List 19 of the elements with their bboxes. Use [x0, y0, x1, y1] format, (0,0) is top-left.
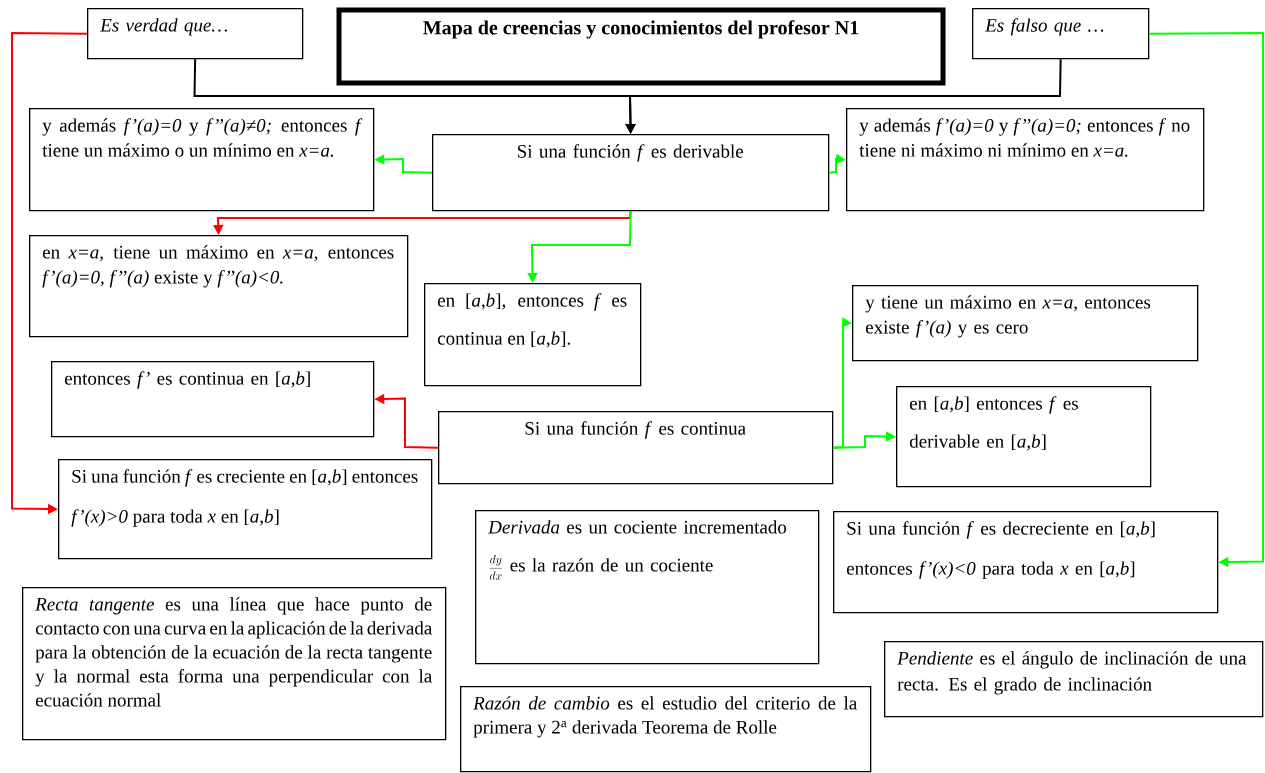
text-box: en [a,b], entonces f es continua en [a,b]. [424, 283, 642, 387]
arrow [1148, 32, 1264, 568]
text-box: Recta tangente es una línea que hace punto de contacto con una curva en la aplicación de la derivada para la obtención de la ecuación de la recta tangente y la normal esta forma una perpendicular con la ecuación normal [22, 587, 447, 741]
text-box: Si una función f es creciente en [a,b] entonces f’(x)>0 para toda x en [a,b] [58, 459, 433, 560]
text-box: Si una función f es derivable [432, 134, 830, 212]
text-box: Es falso que … [972, 8, 1150, 60]
text-box: en x=a, tiene un máximo en x=a, entonces f’(a)=0, f’’(a) existe y f’’(a)<0. [29, 235, 409, 338]
text-box: y tiene un máximo en x=a, entonces existe f’(a) y es cero [852, 285, 1199, 362]
text-box: Razón de cambio es el estudio del criterio de la primera y 2$^{a}$ derivada Teorema de Rolle [460, 686, 872, 773]
text-box: Es verdad que… [87, 8, 304, 60]
text-box: y además f’(a)=0 y f’’(a)≠0; entonces f tiene un máximo o un mínimo en x=a. [29, 108, 375, 212]
text-box: Si una función f es continua [438, 411, 834, 485]
text-box: y además f’(a)=0 y f’’(a)=0; entonces f no tiene ni máximo ni mínimo en x=a. [846, 108, 1205, 212]
text-box: en [a,b] entonces f es derivable en [a,b] [896, 386, 1152, 488]
text-box: Si una función f es decreciente en [a,b] entonces f’(x)<0 para toda x en [a,b] [833, 511, 1219, 614]
text-box: Derivada es un cociente incrementado $\frac{dy}{dx}$ es la razón de un cociente [475, 510, 820, 665]
title-box: Mapa de creencias y conocimientos del profesor N1 [336, 7, 946, 86]
text-box: Pendiente es el ángulo de inclinación de una recta. Es el grado de inclinación [884, 641, 1264, 718]
text-box: entonces f’ es continua en [a,b] [51, 361, 375, 438]
